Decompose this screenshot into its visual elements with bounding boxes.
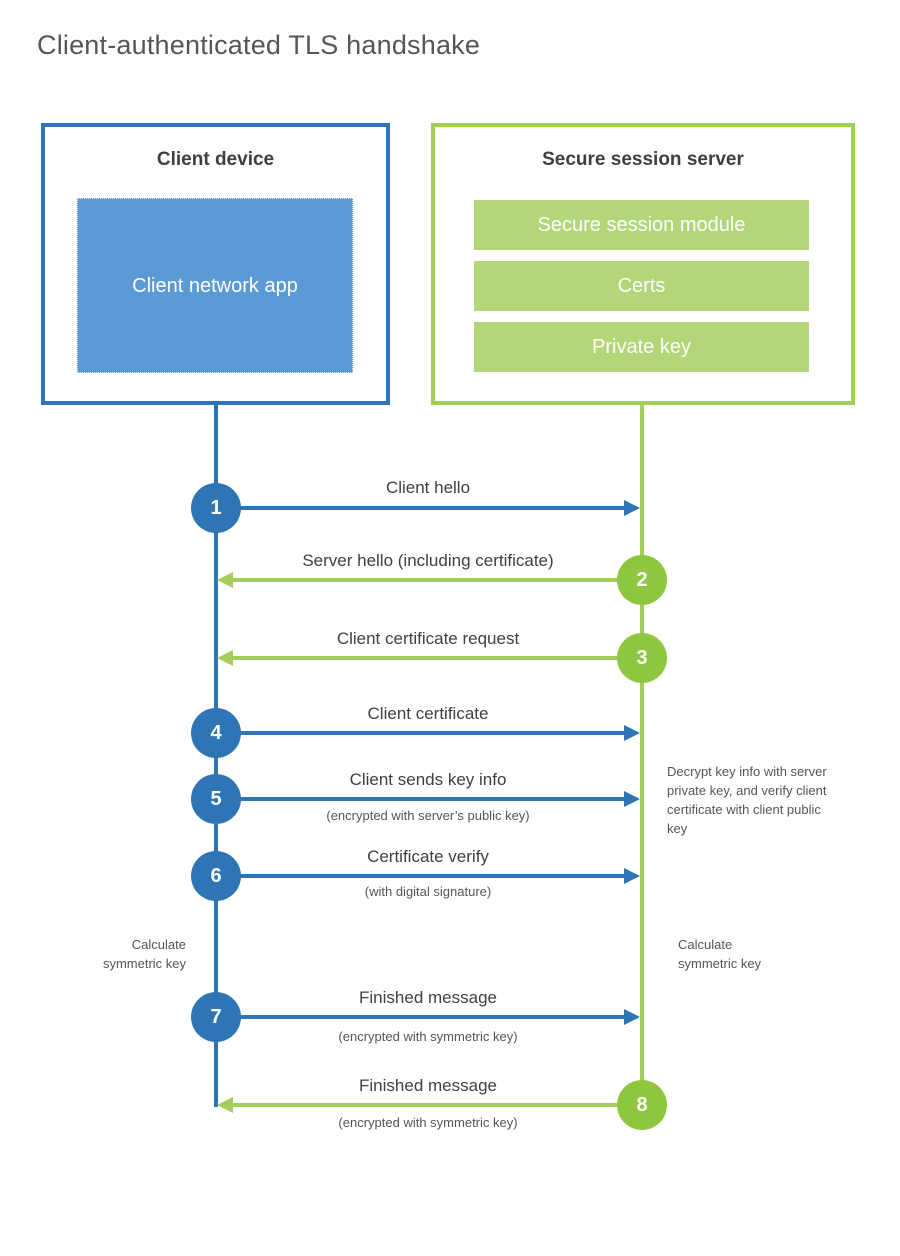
step-4-circle: 4 [191,708,241,758]
step-2-arrowhead-icon [217,572,233,588]
server-module-secure-session: Secure session module [474,200,809,250]
step-5-label: Client sends key info [349,770,507,789]
step-1-circle: 1 [191,483,241,533]
step-5-arrow [217,791,640,807]
step-4-arrowhead-icon [624,725,640,741]
step-6-arrow-shaft [217,874,627,878]
step-5-circle: 5 [191,774,241,824]
step-5-arrowhead-icon [624,791,640,807]
step-1-arrow-shaft [217,506,627,510]
step-2-arrow [217,572,640,588]
step-6-circle: 6 [191,851,241,901]
secure-session-server-box: Secure session server Secure session mod… [431,123,855,405]
step-1-arrow [217,500,640,516]
server-module-certs: Certs [474,261,809,311]
step-3-circle: 3 [617,633,667,683]
step-2-circle: 2 [617,555,667,605]
step-2-label: Server hello (including certificate) [302,551,554,570]
step-8-circle: 8 [617,1080,667,1130]
step-7-arrow-shaft [217,1015,627,1019]
client-network-app-label: Client network app [132,274,298,297]
server-lifeline [640,405,644,1130]
step-8-arrow [217,1097,640,1113]
step-4-arrow [217,725,640,741]
secure-session-server-title: Secure session server [542,149,744,170]
step-8-label: Finished message [359,1076,497,1095]
step-6-label: Certificate verify [367,847,489,866]
calculate-symmetric-key-note-client: Calculate symmetric key [102,937,186,971]
client-device-box: Client device Client network app [41,123,390,405]
step-7-arrowhead-icon [624,1009,640,1025]
decrypt-note: Decrypt key info with server private key… [667,764,827,836]
step-7-circle: 7 [191,992,241,1042]
step-6-arrowhead-icon [624,868,640,884]
page-title: Client-authenticated TLS handshake [37,30,481,60]
step-3-arrow [217,650,640,666]
step-4-label: Client certificate [367,704,489,723]
step-3-arrow-shaft [230,656,640,660]
client-network-app-box: Client network app [77,198,353,373]
step-1-arrowhead-icon [624,500,640,516]
step-6-sublabel: (with digital signature) [364,884,492,899]
client-device-title: Client device [156,149,275,170]
step-8-arrowhead-icon [217,1097,233,1113]
step-5-sublabel: (encrypted with server’s public key) [326,808,530,823]
step-8-sublabel: (encrypted with symmetric key) [338,1115,518,1130]
server-module-private-key: Private key [474,322,809,372]
step-3-arrowhead-icon [217,650,233,666]
step-7-label: Finished message [359,988,497,1007]
step-4-arrow-shaft [217,731,627,735]
step-2-arrow-shaft [230,578,640,582]
calculate-symmetric-key-note-server: Calculate symmetric key [678,937,762,971]
step-5-arrow-shaft [217,797,627,801]
step-3-label: Client certificate request [336,629,520,648]
step-8-arrow-shaft [230,1103,640,1107]
step-1-label: Client hello [385,478,471,497]
step-7-arrow [217,1009,640,1025]
step-7-sublabel: (encrypted with symmetric key) [338,1029,518,1044]
step-6-arrow [217,868,640,884]
